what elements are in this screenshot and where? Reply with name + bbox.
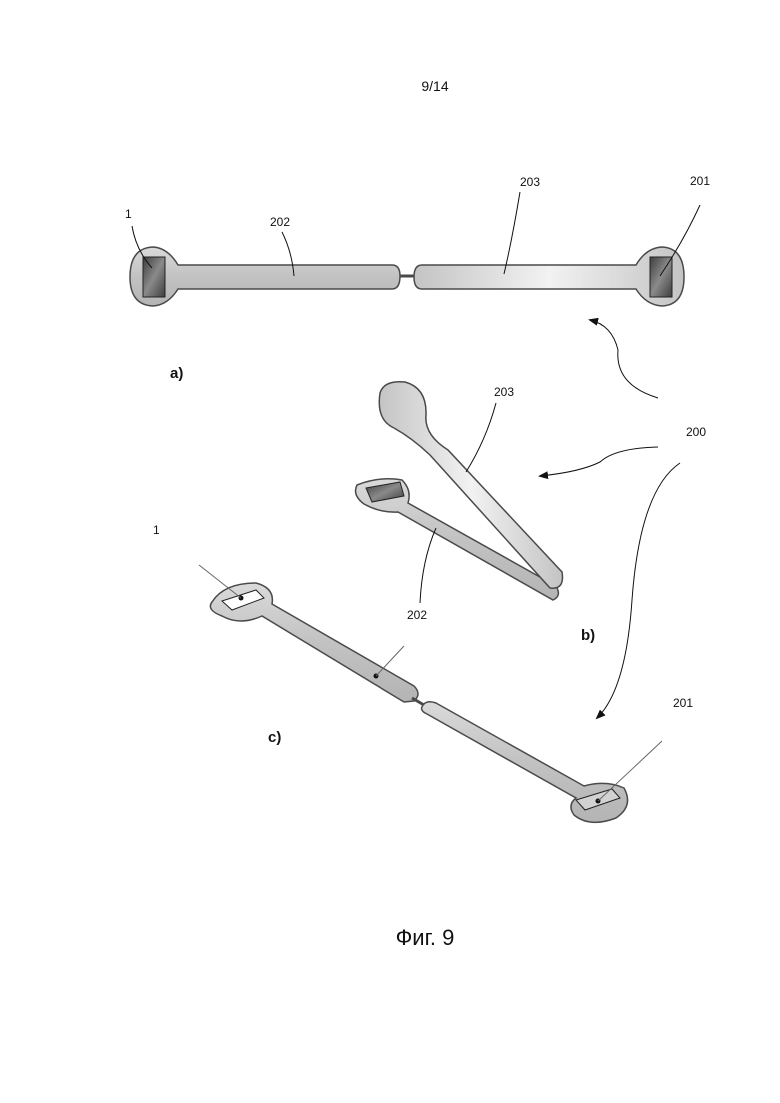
chip-1 — [143, 257, 165, 297]
arrow-to-view-c — [597, 463, 680, 718]
strip-left-c — [210, 583, 418, 702]
figure-caption: Фиг. 9 — [340, 925, 510, 951]
ref-1-c: 1 — [153, 523, 160, 537]
ref-1-a: 1 — [125, 207, 132, 221]
leader-line-201-c — [598, 741, 662, 801]
ref-203-b: 203 — [494, 385, 514, 399]
ref-203-a: 203 — [520, 175, 540, 189]
view-label-b: b) — [581, 627, 595, 644]
ref-200-group: 200 — [540, 320, 706, 718]
arrow-to-view-a — [590, 320, 658, 398]
leader-line-203-b — [466, 403, 496, 472]
arrow-to-view-b — [540, 447, 658, 476]
strip-203-right — [414, 247, 684, 306]
ref-201-c: 201 — [673, 696, 693, 710]
view-label-a: a) — [170, 365, 183, 382]
ref-201-a: 201 — [690, 174, 710, 188]
leader-line-202-b — [420, 528, 436, 603]
ref-200: 200 — [686, 425, 706, 439]
ref-202-b: 202 — [407, 608, 427, 622]
ref-202-a: 202 — [270, 215, 290, 229]
strip-202-left — [130, 247, 400, 306]
strip-right-c — [422, 702, 628, 823]
view-b-folded: 203 202 b) — [356, 382, 596, 644]
view-c-assembly: 1 201 c) — [153, 523, 693, 822]
view-a-assembly: 1 202 203 201 a) — [125, 174, 710, 382]
view-label-c: c) — [268, 729, 281, 746]
leader-line-203-a — [504, 192, 520, 274]
